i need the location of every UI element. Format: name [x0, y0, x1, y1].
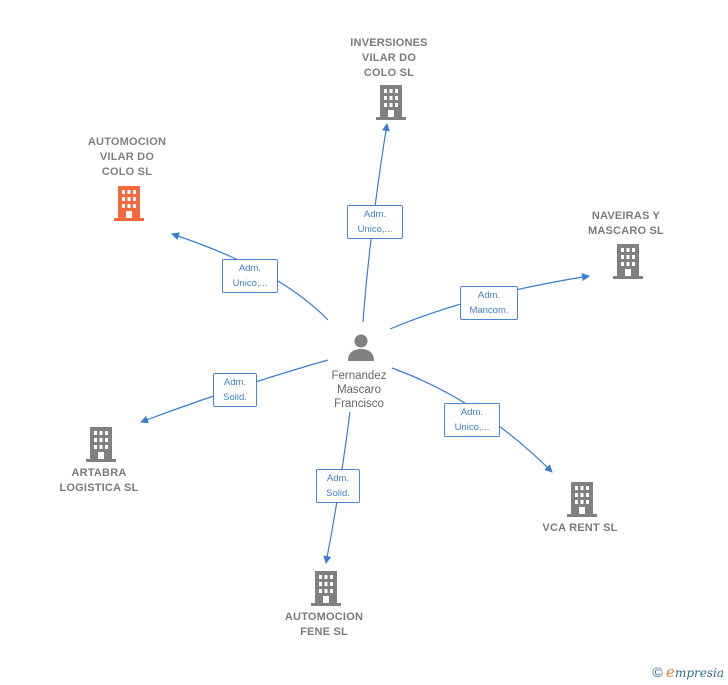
brand-footer: © empresia [652, 663, 724, 681]
relation-label[interactable]: Adm. Unico,... [347, 205, 403, 239]
company-label[interactable]: AUTOMOCION FENE SL [284, 611, 364, 638]
person-name[interactable]: Fernandez Mascaro Francisco [331, 370, 387, 410]
company-label[interactable]: NAVEIRAS Y MASCARO SL [588, 210, 664, 237]
relation-label[interactable]: Adm. Mancom. [460, 286, 518, 320]
copyright-symbol: © [652, 664, 663, 680]
relation-label[interactable]: Adm. Unico,... [222, 259, 278, 293]
building-icon[interactable] [114, 185, 144, 221]
relation-label[interactable]: Adm. Solid. [213, 373, 257, 407]
person-icon[interactable] [346, 332, 376, 362]
building-icon[interactable] [376, 84, 406, 120]
brand-logo-letter: e [666, 663, 675, 681]
building-icon[interactable] [613, 243, 643, 279]
building-icon[interactable] [567, 481, 597, 517]
company-label[interactable]: VCA RENT SL [542, 522, 618, 534]
relation-label[interactable]: Adm. Solid. [316, 469, 360, 503]
brand-logo-text: mpresia [674, 666, 724, 680]
relation-label[interactable]: Adm. Unico,... [444, 403, 500, 437]
building-icon[interactable] [311, 570, 341, 606]
company-label[interactable]: AUTOMOCION VILAR DO COLO SL [87, 136, 167, 178]
building-icon[interactable] [86, 426, 116, 462]
company-label[interactable]: ARTABRA LOGISTICA SL [59, 467, 139, 494]
company-label[interactable]: INVERSIONES VILAR DO COLO SL [350, 37, 428, 79]
